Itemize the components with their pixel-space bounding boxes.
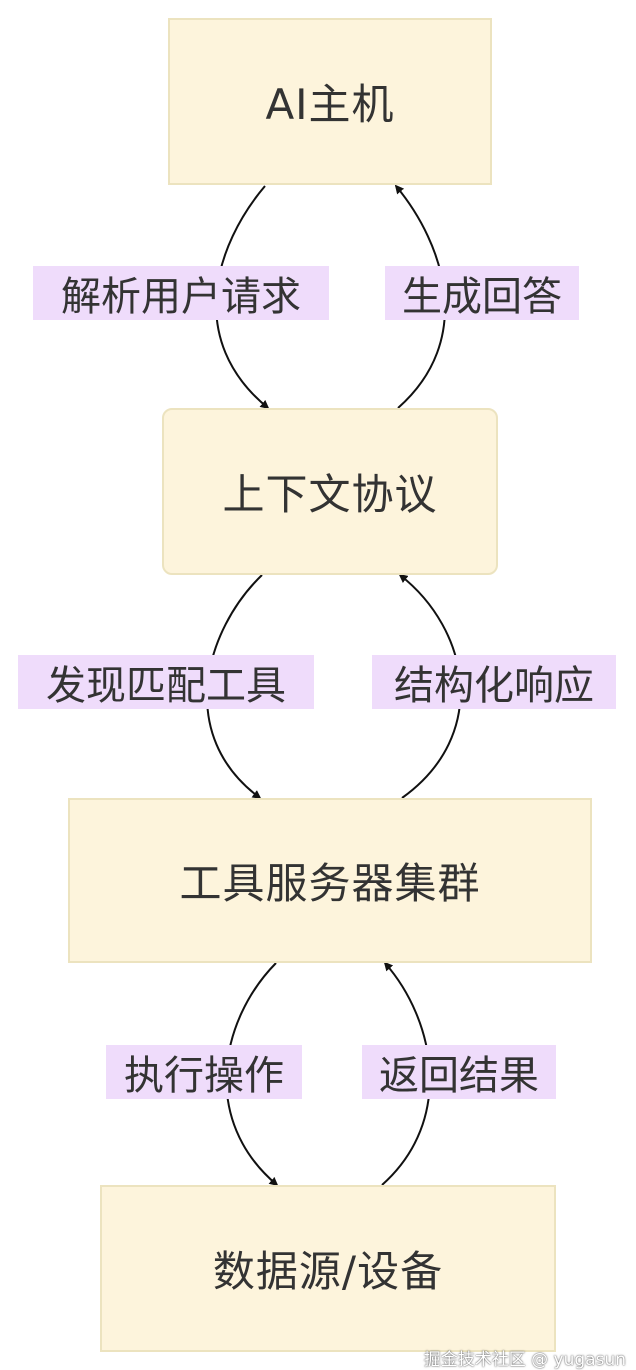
edge-label-return-results: 返回结果 (362, 1045, 556, 1099)
node-context-protocol: 上下文协议 (162, 408, 498, 575)
edge-label-structured-response: 结构化响应 (372, 655, 616, 709)
edge-label-generate-answer: 生成回答 (385, 266, 579, 320)
edge-label-parse-request: 解析用户请求 (33, 266, 329, 320)
edge-label-discover-tools: 发现匹配工具 (18, 655, 314, 709)
node-ai-host: AI主机 (168, 18, 492, 185)
node-data-source-device: 数据源/设备 (100, 1185, 556, 1352)
node-tool-server-cluster: 工具服务器集群 (68, 798, 592, 963)
watermark: 掘金技术社区 @ yugasun (423, 1350, 626, 1370)
edge-label-execute-operation: 执行操作 (106, 1045, 302, 1099)
